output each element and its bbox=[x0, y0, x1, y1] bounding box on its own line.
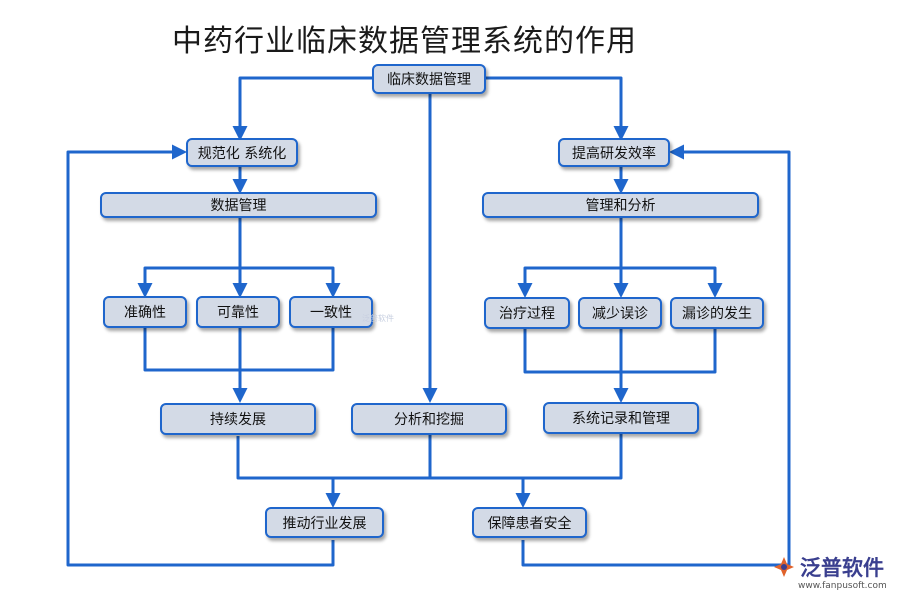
connector-left-merge bbox=[143, 328, 335, 400]
connector-datamgmt-fork bbox=[137, 217, 242, 298]
node-reliability-label: 可靠性 bbox=[217, 305, 259, 321]
connector-right-merge bbox=[523, 329, 717, 400]
node-promote-label: 推动行业发展 bbox=[282, 515, 367, 532]
connector-root-left bbox=[232, 76, 372, 141]
node-reduce-misdiag: 减少误诊 bbox=[578, 297, 662, 329]
node-consistency: 一致性 bbox=[289, 296, 373, 328]
node-accuracy-label: 准确性 bbox=[124, 305, 166, 321]
node-root-label: 临床数据管理 bbox=[387, 72, 471, 88]
node-sustain: 持续发展 bbox=[160, 403, 316, 435]
node-root: 临床数据管理 bbox=[372, 64, 486, 94]
node-analysis-mining-label: 分析和挖掘 bbox=[394, 412, 464, 428]
connector-bottom-merge bbox=[236, 434, 623, 480]
connector-loop-left bbox=[66, 144, 335, 567]
node-treatment-label: 治疗过程 bbox=[499, 306, 555, 322]
logo-mark-icon bbox=[774, 557, 794, 577]
logo-name: 泛普软件 bbox=[800, 556, 884, 580]
node-mgmt-analysis-label: 管理和分析 bbox=[585, 198, 656, 214]
connector-fork-consistency bbox=[240, 266, 341, 298]
logo-url: www.fanpusoft.com bbox=[798, 581, 887, 591]
node-standardize-label: 规范化 系统化 bbox=[197, 145, 287, 162]
node-data-mgmt: 数据管理 bbox=[100, 192, 377, 218]
node-safety-label: 保障患者安全 bbox=[487, 515, 572, 532]
diagram-title: 中药行业临床数据管理系统的作用 bbox=[172, 24, 637, 59]
node-reduce-misdiag-label: 减少误诊 bbox=[592, 306, 648, 322]
node-sustain-label: 持续发展 bbox=[210, 412, 266, 428]
node-consistency-label: 一致性 bbox=[310, 305, 352, 321]
node-treatment: 治疗过程 bbox=[484, 297, 570, 329]
connector-root-right bbox=[486, 76, 629, 141]
node-standardize: 规范化 系统化 bbox=[186, 138, 298, 167]
node-efficiency-label: 提高研发效率 bbox=[572, 145, 656, 162]
node-data-mgmt-label: 数据管理 bbox=[210, 198, 267, 214]
connector-mgmt-fork bbox=[517, 218, 623, 298]
node-record-mgmt-label: 系统记录和管理 bbox=[572, 411, 670, 427]
node-missed-diag: 漏诊的发生 bbox=[670, 297, 764, 329]
node-accuracy: 准确性 bbox=[103, 296, 187, 328]
node-mgmt-analysis: 管理和分析 bbox=[482, 192, 759, 218]
node-reliability: 可靠性 bbox=[196, 296, 280, 328]
connector-fork-missed bbox=[621, 266, 723, 298]
brand-logo: 泛普软件 bbox=[772, 552, 884, 582]
node-missed-diag-label: 漏诊的发生 bbox=[682, 306, 752, 322]
node-promote: 推动行业发展 bbox=[265, 507, 384, 538]
node-efficiency: 提高研发效率 bbox=[558, 138, 670, 167]
watermark: 泛普软件 bbox=[362, 314, 394, 323]
node-safety: 保障患者安全 bbox=[472, 507, 587, 538]
node-record-mgmt: 系统记录和管理 bbox=[543, 402, 699, 434]
node-analysis-mining: 分析和挖掘 bbox=[351, 403, 507, 435]
